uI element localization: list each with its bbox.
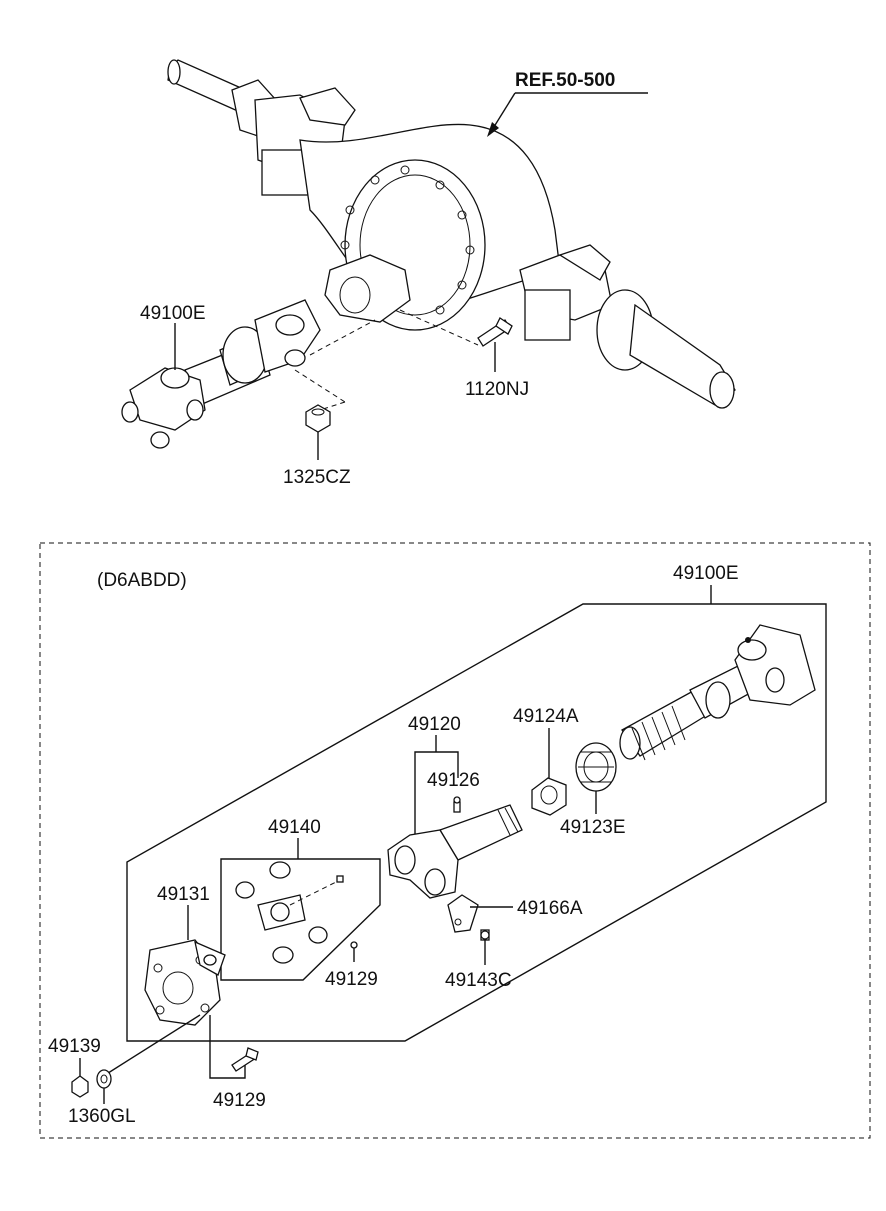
rear-axle-housing	[167, 59, 736, 409]
inset-shaft-label: 49100E	[673, 563, 739, 584]
washer-label: 1360GL	[68, 1106, 136, 1127]
inset-propeller-shaft	[619, 624, 816, 761]
top-shaft-label: 49100E	[140, 303, 206, 324]
plate-label: 49166A	[517, 898, 583, 919]
inset-frame	[39, 542, 871, 1139]
bolt-1120nj	[477, 317, 513, 347]
ref-label: REF.50-500	[515, 70, 615, 91]
top-propeller-shaft	[121, 299, 321, 449]
washer-1360gl	[96, 1069, 112, 1089]
nut-a-label: 49124A	[513, 706, 579, 727]
plate-49166a	[447, 894, 479, 933]
boot-49123e	[575, 742, 617, 792]
bolt-label: 1120NJ	[465, 379, 529, 400]
bolt-b-label: 49129	[213, 1090, 266, 1111]
flange-yoke	[144, 939, 226, 1026]
screw-label: 49143C	[445, 970, 512, 991]
ref-leader	[487, 92, 648, 137]
nut-b-label: 49139	[48, 1036, 101, 1057]
grease-fitting-label: 49126	[427, 770, 480, 791]
slip-yoke	[387, 796, 523, 899]
nut-49124a	[531, 777, 567, 816]
nut-49139	[71, 1075, 89, 1098]
yoke-label: 49120	[408, 714, 461, 735]
boot-label: 49123E	[560, 817, 626, 838]
spider-kit-label: 49140	[268, 817, 321, 838]
nut-1325cz	[305, 404, 331, 433]
bolt-49129	[231, 1047, 259, 1072]
snap-ring-label: 49129	[325, 969, 378, 990]
spider-kit	[235, 861, 344, 964]
variant-label: (D6ABDD)	[97, 570, 187, 591]
nut-label: 1325CZ	[283, 467, 351, 488]
screw-49143c	[480, 929, 490, 941]
flange-yoke-label: 49131	[157, 884, 210, 905]
assembly-bracket	[126, 603, 827, 1042]
